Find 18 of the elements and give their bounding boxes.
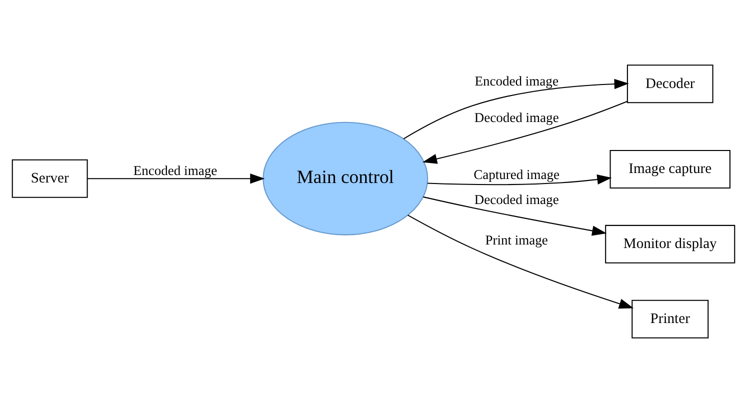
arrow [427, 174, 612, 186]
arrow [422, 100, 628, 164]
edge-label: Print image [485, 232, 548, 248]
edge-label: Captured image [474, 167, 560, 182]
edge-label: Decoded image [474, 110, 559, 125]
edge-label: Encoded image [474, 73, 558, 88]
arrow [408, 214, 634, 309]
node-box: Decoder [626, 64, 714, 104]
node-ellipse: Main control [262, 122, 428, 236]
node-box: Monitor display [605, 224, 736, 264]
arrow [87, 174, 265, 184]
arrow [423, 196, 607, 236]
arrow [403, 78, 629, 140]
node-box: Server [12, 159, 88, 198]
edge-label: Decoded image [474, 192, 559, 207]
edge-label: Encoded image [133, 162, 218, 178]
node-box: Printer [632, 300, 709, 338]
node-box: Image capture [610, 150, 730, 188]
